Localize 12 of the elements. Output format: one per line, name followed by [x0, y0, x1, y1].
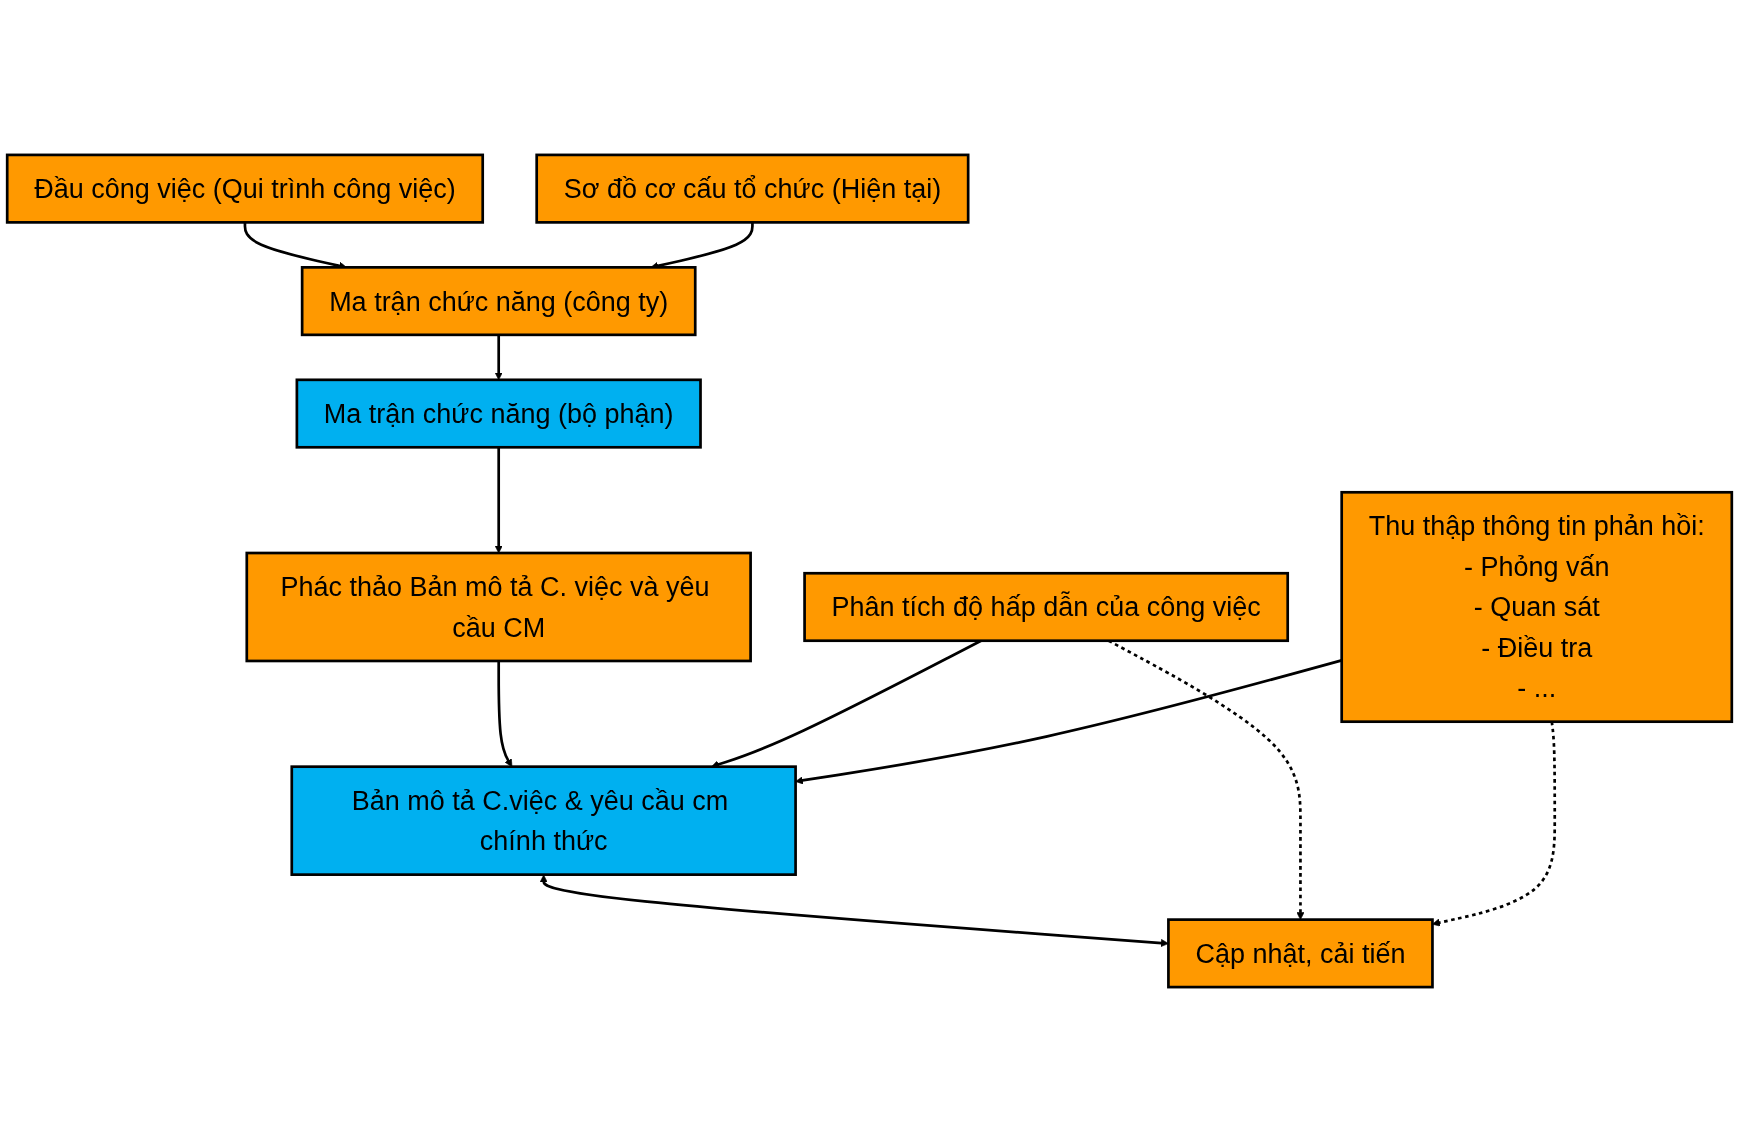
node-box: Ma trận chức năng (công ty)	[300, 266, 697, 337]
arrow	[539, 874, 1169, 947]
node-box: Thu thập thông tin phản hồi: - Phỏng vấn - Quan sát - Điều tra - ...	[1340, 490, 1734, 724]
node-box: Bản mô tả C.việc & yêu cầu cm chính thức	[290, 765, 797, 876]
node-box: Phân tích độ hấp dẫn của công việc	[803, 571, 1290, 643]
arrow	[1432, 721, 1557, 927]
node-box: Đầu công việc (Qui trình công việc)	[5, 153, 485, 224]
node-box: Phác thảo Bản mô tả C. việc và yêu cầu CM	[245, 551, 752, 663]
node-box: Ma trận chức năng (bộ phận)	[295, 378, 702, 449]
arrow	[494, 447, 503, 554]
node-box: Cập nhật, cải tiến	[1167, 918, 1434, 989]
node-box: Sơ đồ cơ cấu tổ chức (Hiện tại)	[535, 153, 970, 224]
